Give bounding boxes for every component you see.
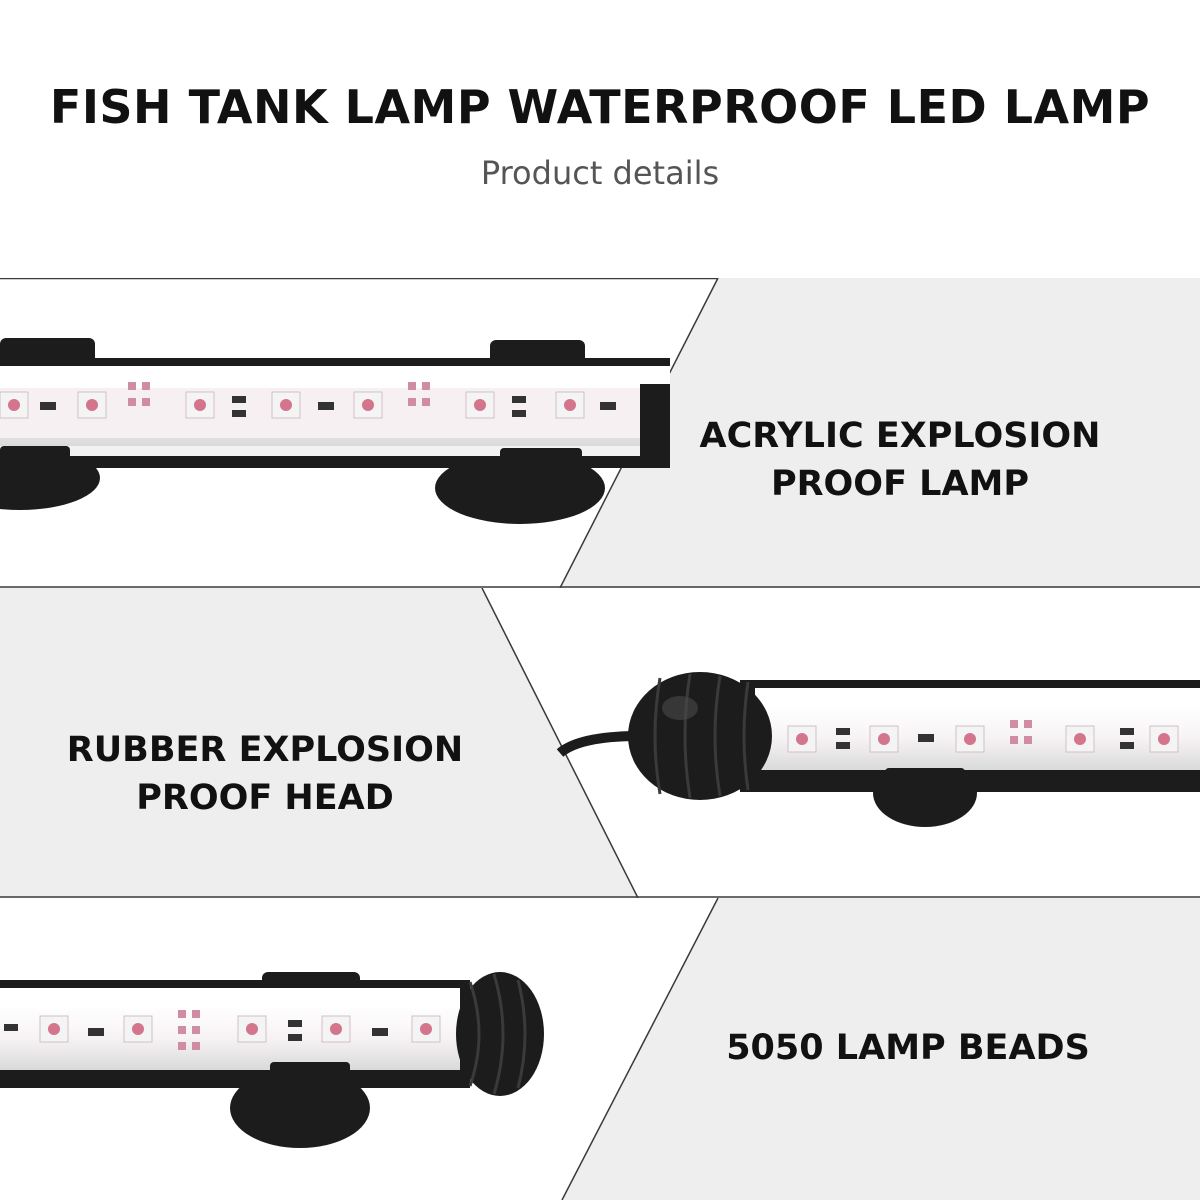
section-acrylic-label-line-2: PROOF LAMP bbox=[770, 464, 1030, 504]
section-beads-label: 5050 LAMP BEADS bbox=[648, 1024, 1168, 1072]
page-title: FISH TANK LAMP WATERPROOF LED LAMP bbox=[49, 80, 1151, 134]
section-lamp-beads: 5050 LAMP BEADS bbox=[0, 898, 1200, 1200]
led-strip bbox=[0, 382, 640, 438]
rubber-head-photo bbox=[556, 672, 1200, 827]
section-acrylic-background bbox=[0, 278, 1200, 588]
section-rubber-label-line-2: PROOF HEAD bbox=[136, 778, 394, 818]
section-acrylic-lamp: ACRYLIC EXPLOSION PROOF LAMP bbox=[0, 278, 1200, 588]
section-acrylic-label-line-1: ACRYLIC EXPLOSION bbox=[699, 416, 1101, 456]
lamp-beads-photo bbox=[0, 972, 544, 1148]
acrylic-tube-photo bbox=[0, 338, 670, 524]
section-rubber-label-line-1: RUBBER EXPLOSION bbox=[66, 730, 464, 770]
page-subtitle: Product details bbox=[480, 154, 720, 192]
section-acrylic-label: ACRYLIC EXPLOSION PROOF LAMP bbox=[640, 412, 1160, 508]
section-rubber-head: RUBBER EXPLOSION PROOF HEAD bbox=[0, 588, 1200, 898]
section-beads-label-line-1: 5050 LAMP BEADS bbox=[726, 1028, 1090, 1068]
section-rubber-label: RUBBER EXPLOSION PROOF HEAD bbox=[5, 726, 525, 822]
